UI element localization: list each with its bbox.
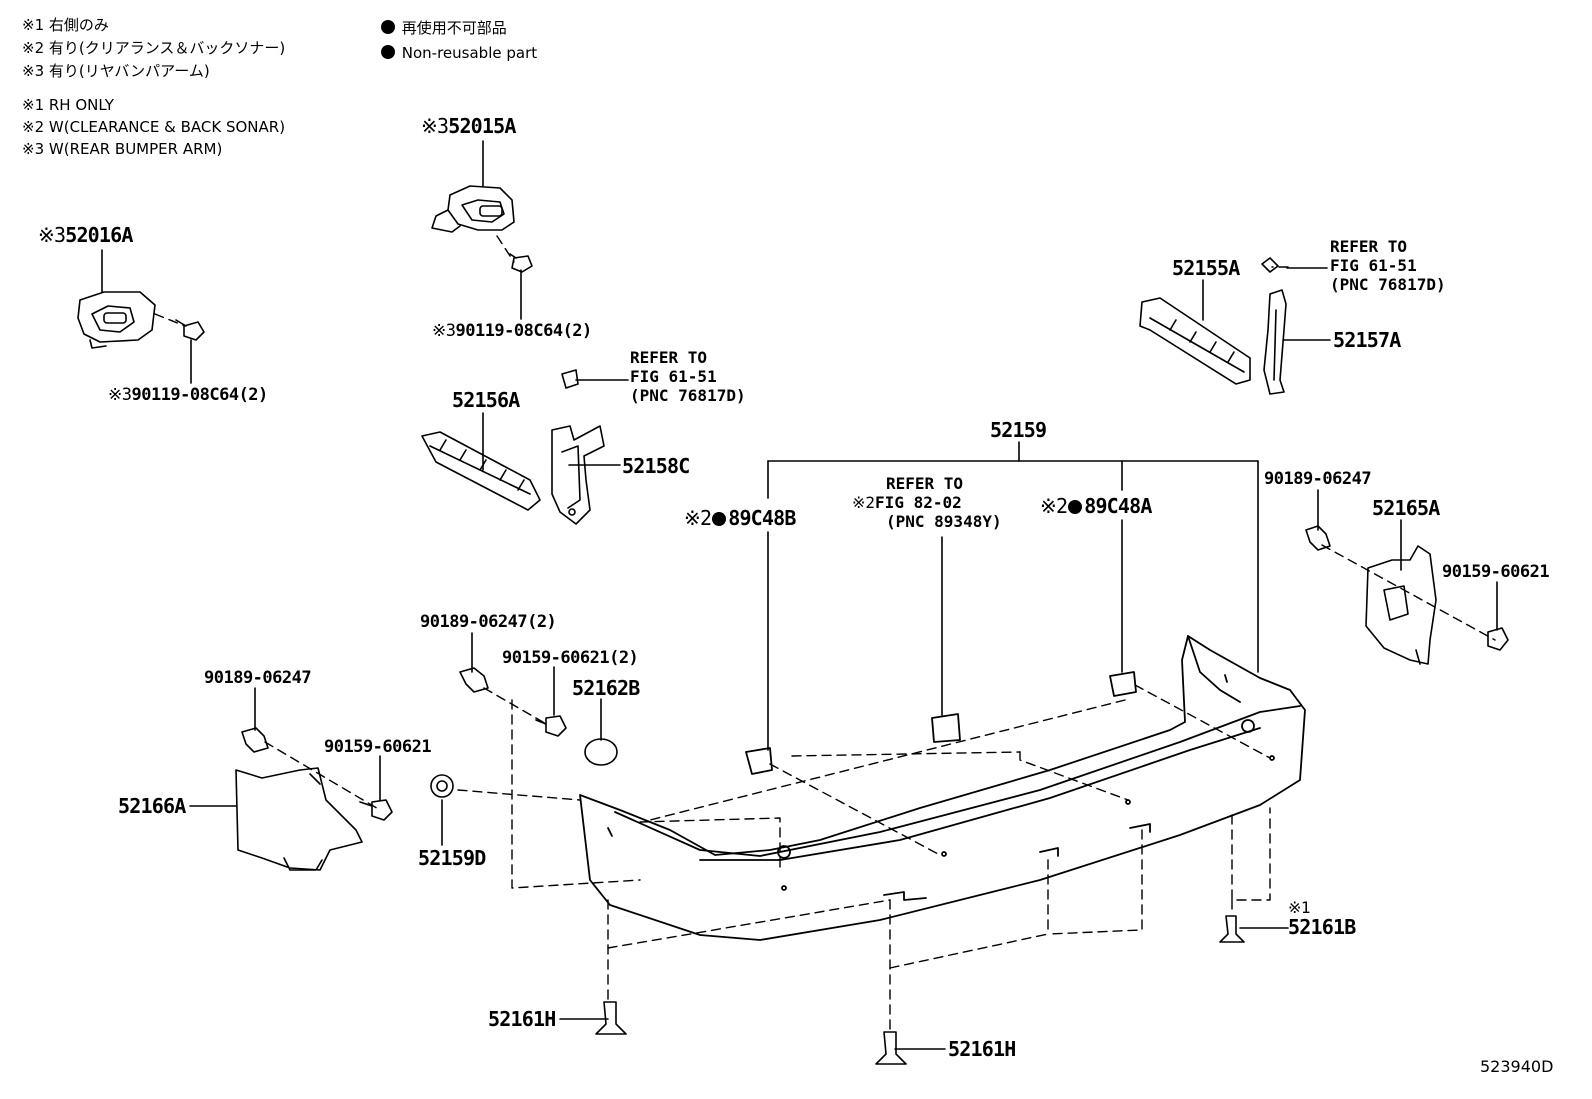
label-52156A: 52156A: [452, 388, 520, 412]
legend-jp: 再使用不可部品: [380, 17, 507, 39]
label-90119-b: ※390119-08C64(2): [108, 385, 268, 405]
bumper-cover-52159: [579, 635, 1306, 941]
part-52157A: [1263, 289, 1287, 395]
note-jp-2: ※2 有り(クリアランス＆バックソナー): [22, 39, 286, 57]
refer-fig-82-02-line1: REFER TO: [886, 474, 964, 493]
screw-90159-right: [1487, 627, 1509, 651]
part-52165A: [1365, 545, 1437, 665]
note-en-2: ※2 W(CLEARANCE & BACK SONAR): [22, 118, 286, 136]
label-52161B-mark: ※1: [1288, 898, 1311, 917]
label-52161H-b: 52161H: [948, 1037, 1016, 1061]
label-52165A: 52165A: [1372, 496, 1440, 520]
clip-90189-left: [241, 727, 269, 753]
label-52155A: 52155A: [1172, 256, 1240, 280]
screw-90159-mid: [535, 715, 567, 737]
clip-90189-right: [1305, 525, 1331, 551]
assembly-lines: [154, 235, 1496, 1031]
label-52162B: 52162B: [572, 676, 640, 700]
pin-52161H-a: [595, 1001, 627, 1035]
label-52166A: 52166A: [118, 794, 186, 818]
label-52161H-a: 52161H: [488, 1007, 556, 1031]
note-en-1: ※1 RH ONLY: [22, 96, 114, 114]
refer-fig-61-51-b: REFER TO FIG 61-51 (PNC 76817D): [1330, 237, 1446, 294]
pin-52161H-b: [875, 1031, 907, 1065]
leader-lines: [101, 140, 1498, 1050]
non-reusable-dot-icon: [712, 512, 727, 526]
label-90189-left: 90189-06247: [204, 668, 312, 688]
part-52015A: [431, 185, 515, 233]
clip-refer-2: [1261, 257, 1279, 273]
non-reusable-dot-icon: [1068, 500, 1083, 514]
label-90189-mid: 90189-06247(2): [420, 612, 557, 632]
cap-52162B: [584, 738, 618, 766]
label-90189-right: 90189-06247: [1264, 469, 1372, 489]
non-reusable-dot-icon: [381, 20, 395, 34]
label-52158C: 52158C: [622, 454, 690, 478]
legend-en: Non-reusable part: [380, 42, 537, 64]
label-52016A: ※352016A: [38, 223, 133, 247]
screw-90159-left: [359, 799, 393, 821]
bolt-90119-a: [509, 253, 533, 273]
refer-fig-82-02-line3: (PNC 89348Y): [886, 512, 1002, 531]
grommet-52159D: [430, 774, 454, 798]
label-52159D: 52159D: [418, 846, 486, 870]
part-52016A: [77, 291, 156, 349]
label-52015A: ※352015A: [421, 114, 516, 138]
pin-52161B: [1219, 915, 1245, 943]
label-52159: 52159: [990, 418, 1047, 442]
label-52157A: 52157A: [1333, 328, 1401, 352]
bolt-90119-b: [175, 319, 205, 341]
label-90119-a: ※390119-08C64(2): [432, 321, 592, 341]
non-reusable-dot-icon: [381, 45, 395, 59]
part-52156A: [421, 431, 541, 511]
label-90159-right: 90159-60621: [1442, 562, 1550, 582]
clip-90189-mid: [459, 667, 489, 693]
part-52166A: [235, 767, 363, 871]
refer-fig-61-51-a: REFER TO FIG 61-51 (PNC 76817D): [630, 348, 746, 405]
part-52155A: [1139, 297, 1251, 385]
note-jp-1: ※1 右側のみ: [22, 16, 109, 34]
label-90159-left: 90159-60621: [324, 737, 432, 757]
note-jp-3: ※3 有り(リヤバンパアーム): [22, 62, 210, 80]
clip-refer-1: [561, 369, 579, 389]
refer-fig-82-02-line2: ※2FIG 82-02: [852, 493, 962, 512]
figure-code: 523940D: [1480, 1057, 1554, 1076]
note-en-3: ※3 W(REAR BUMPER ARM): [22, 140, 223, 158]
part-52158C: [551, 425, 605, 525]
label-52161B: 52161B: [1288, 915, 1356, 939]
label-90159-mid: 90159-60621(2): [502, 648, 639, 668]
